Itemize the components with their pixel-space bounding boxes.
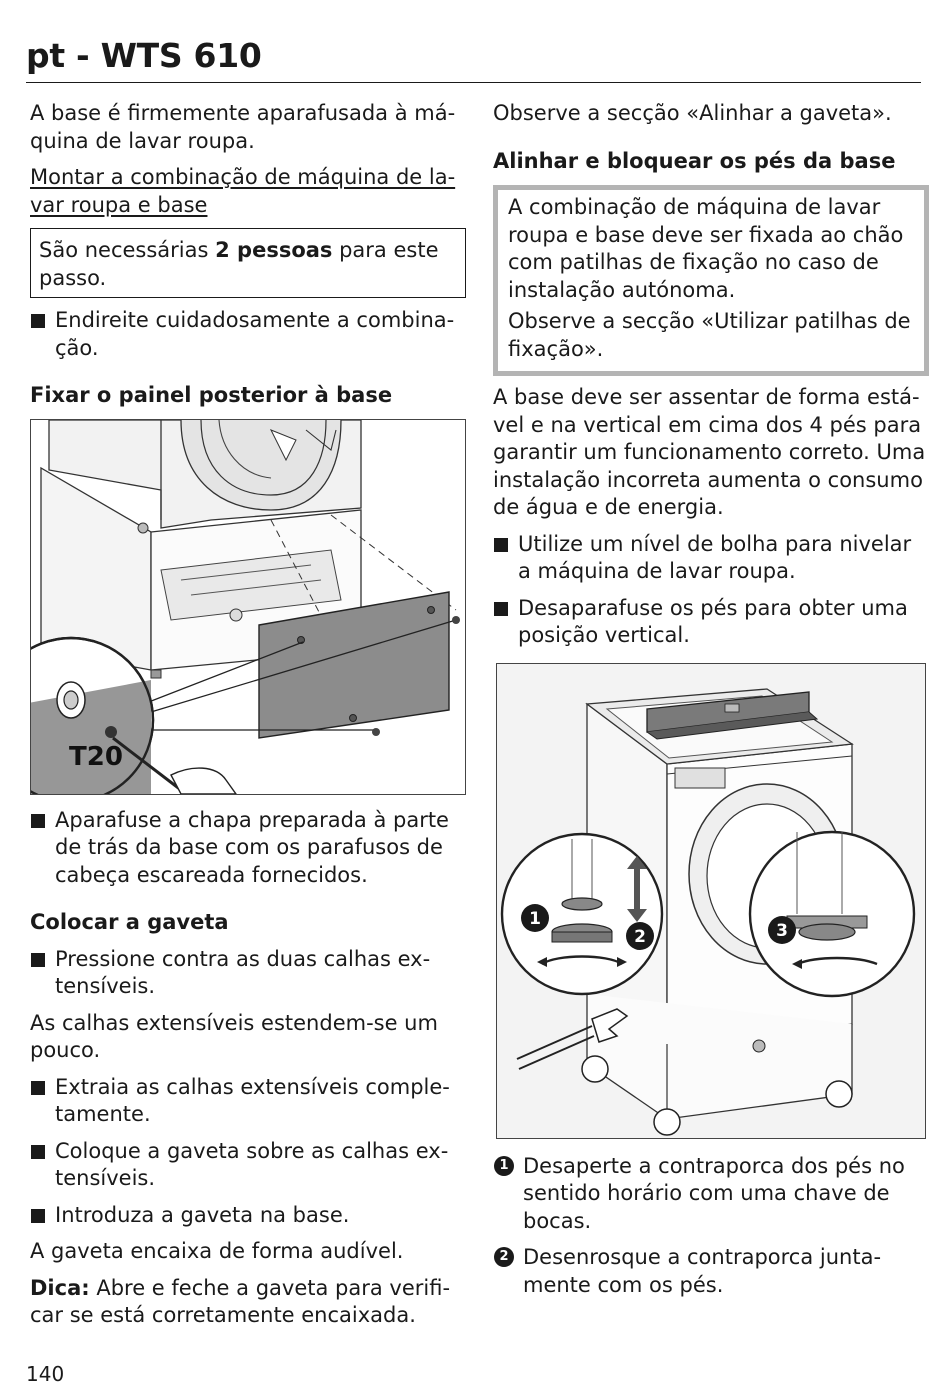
- notice-prefix: São necessárias: [39, 238, 216, 262]
- bullet-square-icon: [31, 952, 45, 967]
- back-panel-illustration: T20: [31, 419, 465, 794]
- numbered-step: 1 Desaperte a contraporca dos pés no sen…: [493, 1153, 929, 1236]
- numbered-step: 2 Desenrosque a contraporca junta- mente…: [493, 1244, 929, 1299]
- bullet-square-icon: [31, 1208, 45, 1223]
- section-heading: Alinhar e bloquear os pés da base: [493, 148, 896, 173]
- intro-text: Observe a secção «Alinhar a gaveta».: [493, 101, 892, 125]
- section-heading: Fixar o painel posterior à base: [30, 383, 393, 407]
- intro-text: A base é firmemente aparafusada à má- qu…: [30, 101, 456, 153]
- body-text: As calhas extensíveis estendem-se um pou…: [30, 1010, 438, 1063]
- step-number-icon: 2: [494, 1247, 514, 1267]
- step-text: Desaperte a contraporca dos pés no senti…: [523, 1153, 905, 1233]
- bullet-item: Introduza a gaveta na base.: [30, 1202, 466, 1230]
- bullet-text: Extraia as calhas extensíveis comple- ta…: [55, 1074, 450, 1127]
- right-column: Observe a secção «Alinhar a gaveta». Ali…: [493, 100, 929, 1299]
- tip-body: Abre e feche a gaveta para verifi- car s…: [30, 1275, 451, 1328]
- page-header: pt - WTS 610: [26, 36, 921, 83]
- bullet-text: Utilize um nível de bolha para nivelar a…: [518, 531, 912, 584]
- bullet-item: Aparafuse a chapa preparada à parte de t…: [30, 807, 466, 890]
- notice-bold: 2 pessoas: [215, 238, 333, 262]
- body-text: A gaveta encaixa de forma audível.: [30, 1239, 404, 1263]
- tip-label: Dica:: [30, 1275, 90, 1300]
- bullet-item: Utilize um nível de bolha para nivelar a…: [493, 531, 929, 586]
- bullet-text: Desaparafuse os pés para obter uma posiç…: [518, 595, 908, 648]
- two-persons-notice: São necessárias 2 pessoas para este pass…: [30, 228, 466, 298]
- back-panel-figure: T20: [30, 418, 466, 795]
- leveling-figure: 1 2 3: [496, 662, 926, 1139]
- bullet-item: Desaparafuse os pés para obter uma posiç…: [493, 595, 929, 650]
- bullet-text: Aparafuse a chapa preparada à parte de t…: [55, 807, 449, 887]
- page-title: pt - WTS 610: [26, 36, 262, 75]
- leveling-illustration: 1 2 3: [497, 663, 925, 1138]
- bullet-item: Pressione contra as duas calhas ex- tens…: [30, 946, 466, 1001]
- marker-3: 3: [776, 921, 788, 941]
- left-column: A base é firmemente aparafusada à má- qu…: [30, 100, 466, 1330]
- bullet-text: Introduza a gaveta na base.: [55, 1202, 350, 1227]
- tool-label: T20: [69, 742, 123, 772]
- bullet-square-icon: [31, 1080, 45, 1095]
- bullet-text: Pressione contra as duas calhas ex- tens…: [55, 946, 431, 999]
- page-number: 140: [26, 1362, 65, 1386]
- marker-1: 1: [529, 909, 541, 929]
- bullet-square-icon: [31, 314, 45, 328]
- section-heading: Colocar a gaveta: [30, 910, 229, 934]
- bullet-item: Endireite cuidadosamente a combina- ção.: [30, 307, 466, 362]
- anchoring-notice: A combinação de máquina de lavar roupa e…: [493, 185, 929, 376]
- notice-line: Observe a secção «Utilizar patilhas de f…: [508, 309, 911, 361]
- bullet-square-icon: [31, 1144, 45, 1159]
- bullet-square-icon: [494, 601, 508, 616]
- bullet-item: Extraia as calhas extensíveis comple- ta…: [30, 1074, 466, 1129]
- bullet-text: Coloque a gaveta sobre as calhas ex- ten…: [55, 1138, 449, 1191]
- bullet-text: Endireite cuidadosamente a combina- ção.: [55, 308, 455, 360]
- body-text: A base deve ser assentar de forma está- …: [493, 385, 926, 519]
- bullet-item: Coloque a gaveta sobre as calhas ex- ten…: [30, 1138, 466, 1193]
- notice-suffix: para este passo.: [39, 238, 439, 290]
- step-number-icon: 1: [494, 1155, 514, 1176]
- notice-line: A combinação de máquina de lavar roupa e…: [508, 195, 904, 302]
- bullet-square-icon: [494, 537, 508, 552]
- section-link[interactable]: Montar a combinação de máquina de la- va…: [30, 165, 456, 217]
- tip-text: Dica: Abre e feche a gaveta para verifi-…: [30, 1275, 466, 1330]
- bullet-square-icon: [31, 813, 45, 828]
- step-text: Desenrosque a contraporca junta- mente c…: [523, 1245, 882, 1297]
- marker-2: 2: [634, 927, 646, 947]
